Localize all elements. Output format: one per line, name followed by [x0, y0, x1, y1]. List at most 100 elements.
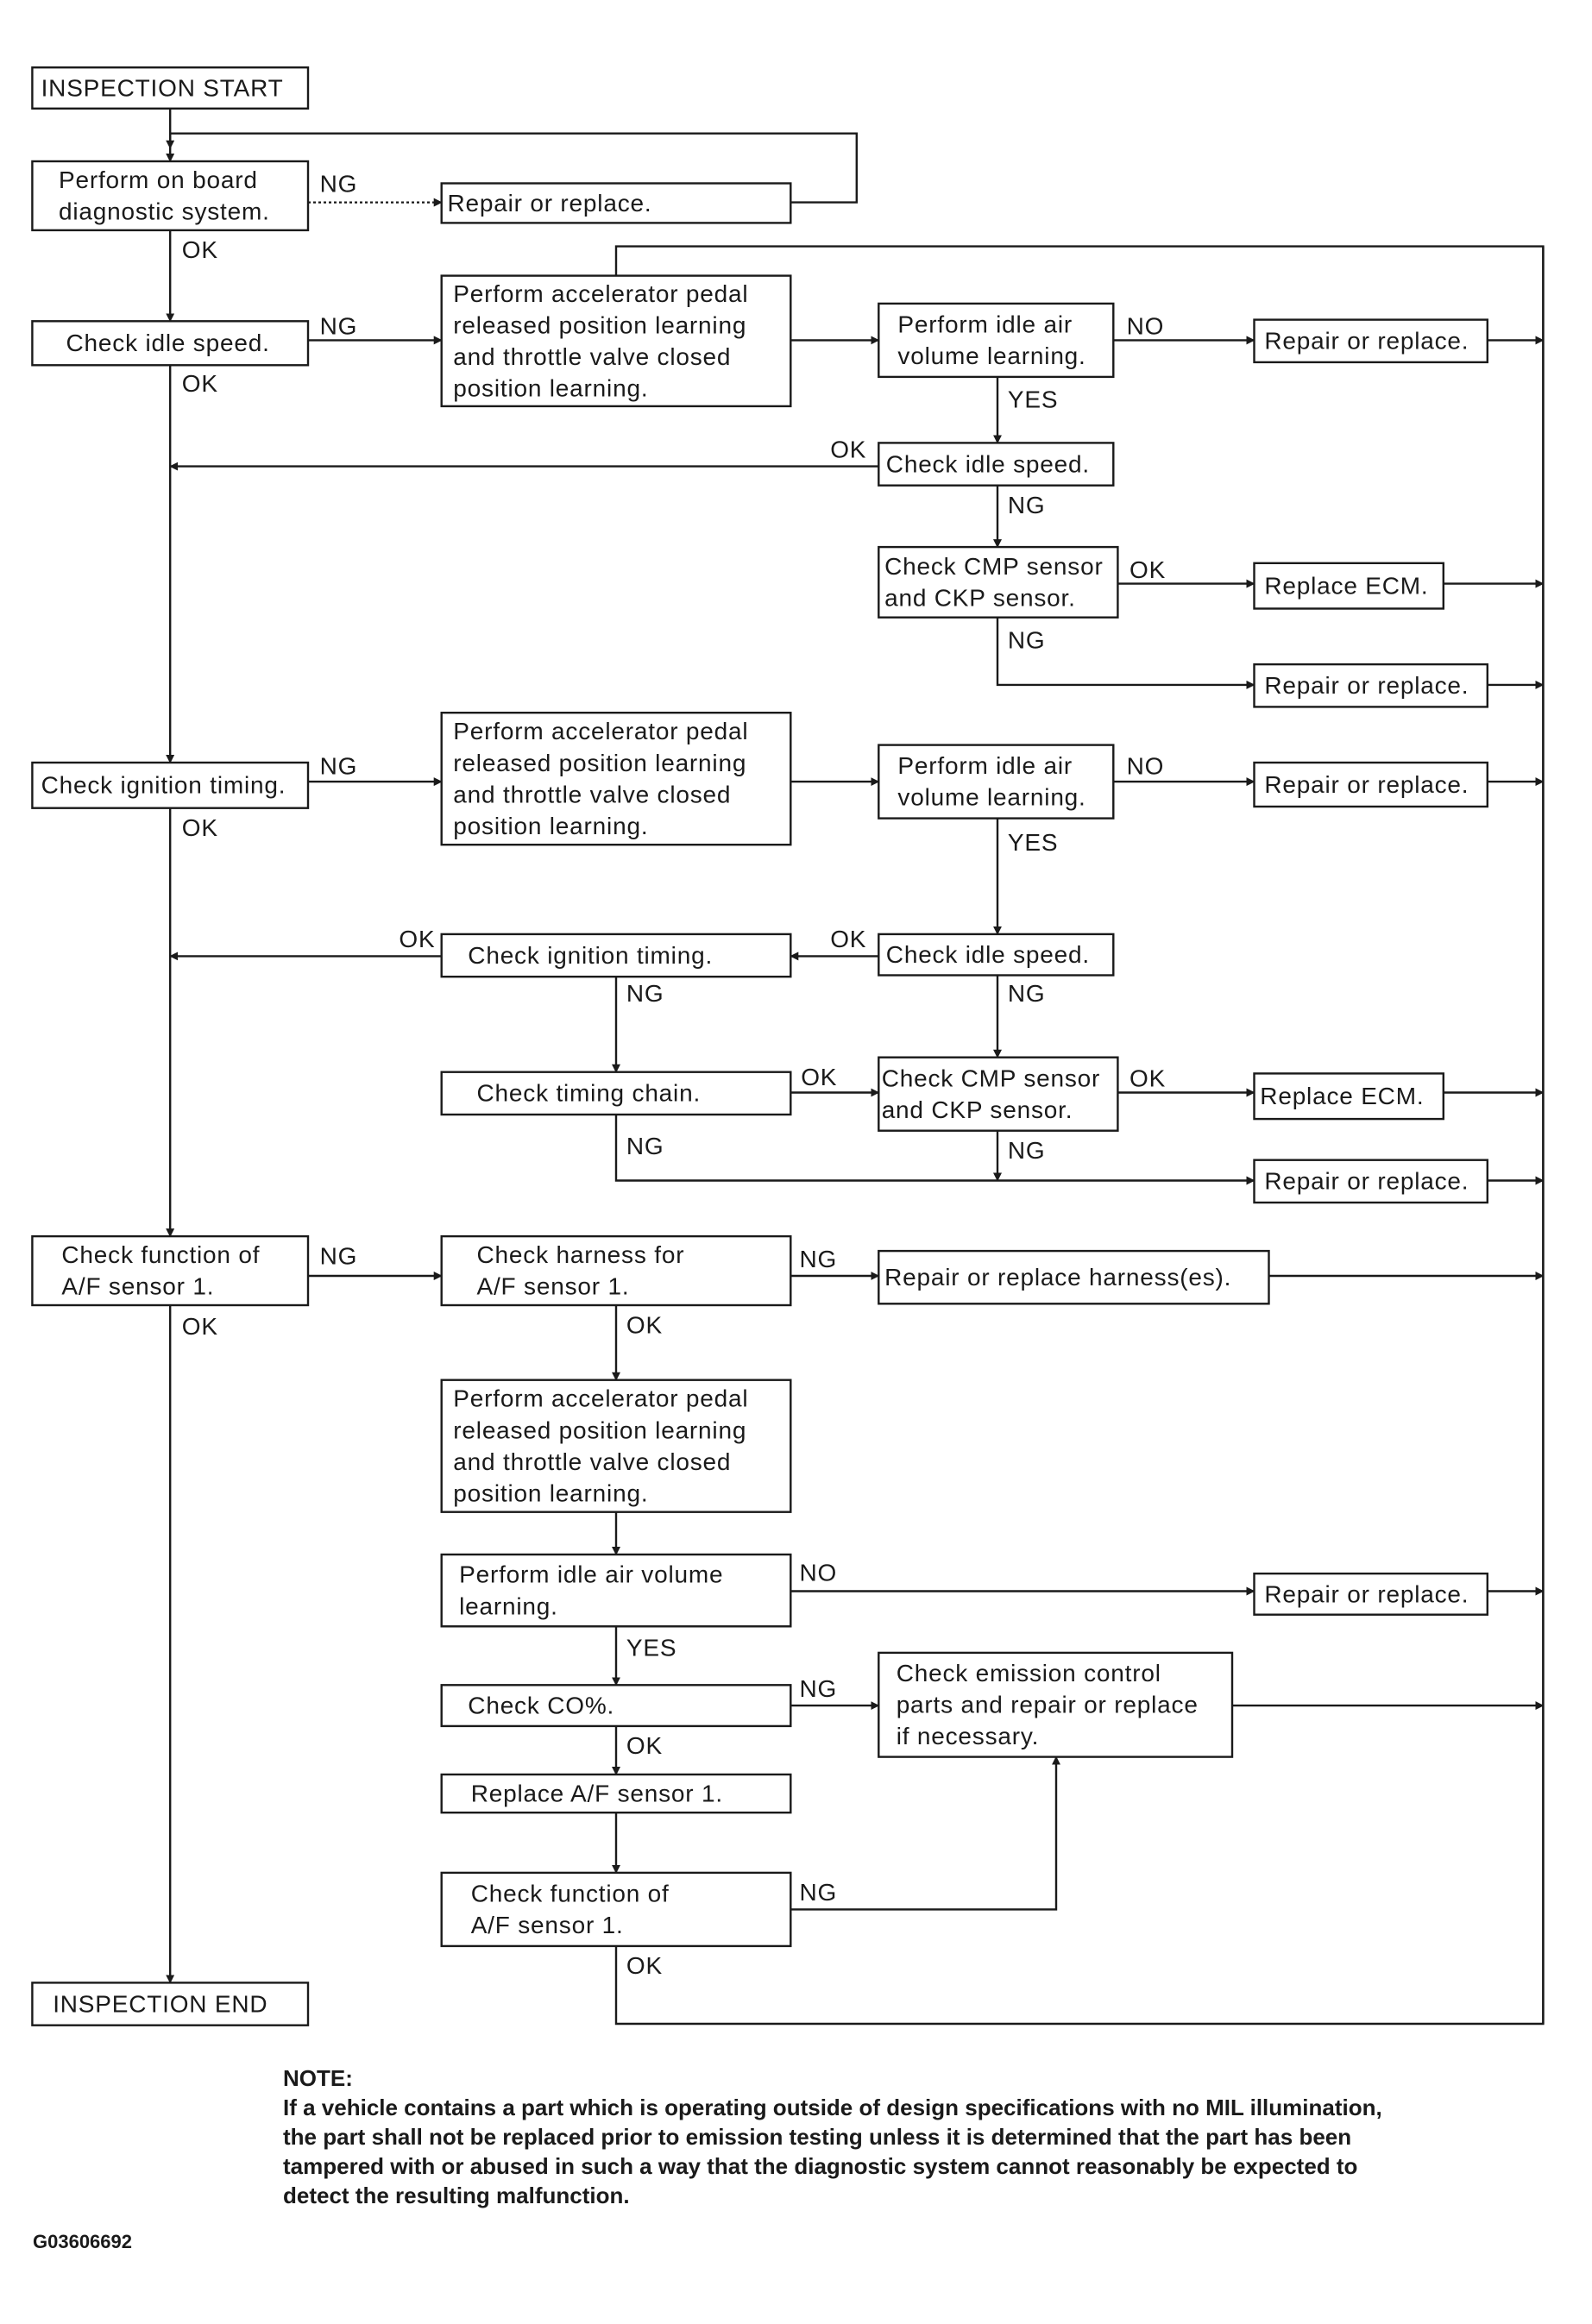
step-box [440, 1684, 792, 1728]
connector-line [166, 132, 858, 204]
branch-label-yes: YES [626, 1634, 676, 1661]
branch-label-ok: OK [830, 436, 866, 462]
step-text: and throttle valve closed [453, 781, 731, 807]
step-text: parts and repair or replace [897, 1692, 1199, 1718]
step-text: Repair or replace. [1264, 672, 1469, 699]
step-text: Repair or replace harness(es). [884, 1264, 1231, 1291]
step-text: and CKP sensor. [882, 1096, 1073, 1123]
step-text: Check CO%. [468, 1692, 614, 1718]
step-text: Check CMP sensor [884, 553, 1103, 580]
branch-label-ok: OK [801, 1064, 837, 1090]
step-box [440, 1234, 792, 1307]
branch-label-ok: OK [182, 814, 218, 841]
step-box [31, 160, 310, 232]
step-box [440, 1773, 792, 1814]
branch-label-ng: NG [800, 1246, 838, 1272]
step-text: and throttle valve closed [453, 343, 731, 370]
step-idle3: Check idle speed. [878, 933, 1115, 977]
step-box [1253, 1159, 1488, 1204]
step-text: Check timing chain. [477, 1080, 702, 1107]
step-text: released position learning [453, 750, 746, 776]
step-idle2: Check idle speed. [878, 442, 1115, 487]
step-ecm2: Replace ECM. [1253, 1072, 1445, 1121]
step-repair-obd: Repair or replace. [440, 182, 792, 224]
branch-label-ok: OK [182, 370, 218, 397]
step-box [440, 1071, 792, 1116]
branch-label-no: NO [800, 1560, 838, 1586]
step-text: position learning. [453, 813, 648, 839]
step-replace-af: Replace A/F sensor 1. [440, 1773, 792, 1814]
step-box [1253, 318, 1488, 364]
step-box [1253, 663, 1488, 708]
branch-label-no: NO [1127, 313, 1165, 340]
step-box [31, 1234, 310, 1307]
step-rep5: Repair or replace. [1253, 1572, 1488, 1616]
step-text: Perform accelerator pedal [453, 718, 748, 744]
step-text: Perform accelerator pedal [453, 1385, 748, 1412]
step-text: A/F sensor 1. [471, 1912, 624, 1938]
step-box [440, 182, 792, 224]
branch-label-ok: OK [1130, 1065, 1166, 1092]
step-af1: Check function ofA/F sensor 1. [31, 1234, 310, 1307]
step-text: Check CMP sensor [882, 1065, 1100, 1091]
step-box [1253, 562, 1445, 610]
connector-line [614, 1115, 1255, 1185]
step-text: Perform idle air [897, 752, 1073, 779]
step-text: Check idle speed. [886, 941, 1090, 968]
branch-label-no: NO [1127, 753, 1165, 780]
branch-label-ng: NG [800, 1675, 838, 1702]
step-air3: Perform idle air volume learning. [440, 1553, 792, 1628]
step-text: INSPECTION START [41, 74, 284, 101]
step-box [440, 712, 792, 846]
step-text: Repair or replace. [1264, 771, 1469, 798]
step-text: diagnostic system. [59, 198, 270, 225]
step-text: Check function of [471, 1880, 670, 1906]
figure-id: G03606692 [33, 2231, 132, 2252]
branch-label-ng: NG [626, 980, 664, 1007]
step-idle1: Check idle speed. [31, 320, 310, 367]
branch-label-ok: OK [626, 1732, 663, 1759]
branch-label-ok: OK [182, 1313, 218, 1340]
step-box [31, 761, 310, 809]
branch-label-ng: NG [320, 313, 358, 340]
step-text: Check ignition timing. [468, 942, 713, 969]
step-text: released position learning [453, 311, 746, 338]
step-text: learning. [459, 1592, 558, 1619]
step-text: Repair or replace. [1264, 1168, 1469, 1195]
note: NOTE: If a vehicle contains a part which… [283, 2063, 1560, 2210]
step-box [31, 66, 310, 110]
step-chain: Check timing chain. [440, 1071, 792, 1116]
branch-label-ok: OK [626, 1952, 663, 1979]
step-text: Replace A/F sensor 1. [471, 1780, 723, 1806]
step-rep2: Repair or replace. [1253, 663, 1488, 708]
branch-label-ng: NG [1008, 492, 1046, 518]
step-text: Replace ECM. [1260, 1083, 1424, 1109]
branch-label-ok: OK [182, 236, 218, 263]
step-box [878, 933, 1115, 977]
step-rep-harness: Repair or replace harness(es). [878, 1249, 1270, 1305]
step-text: Repair or replace. [1264, 1580, 1469, 1607]
step-text: Perform accelerator pedal [453, 280, 748, 307]
step-text: volume learning. [897, 784, 1085, 811]
step-rep1: Repair or replace. [1253, 318, 1488, 364]
note-title: NOTE: [283, 2065, 353, 2091]
branch-label-ok: OK [830, 926, 866, 952]
step-box [1253, 1572, 1488, 1616]
branch-label-ng: NG [320, 171, 358, 198]
step-text: Perform on board [59, 166, 258, 193]
step-box [878, 744, 1115, 820]
step-text: position learning. [453, 374, 648, 401]
note-body: If a vehicle contains a part which is op… [283, 2095, 1382, 2208]
step-text: Check ignition timing. [41, 772, 286, 799]
step-text: Perform idle air volume [459, 1561, 723, 1588]
branch-label-ng: NG [1008, 1137, 1046, 1164]
step-end: INSPECTION END [31, 1982, 310, 2026]
step-air2: Perform idle air volume learning. [878, 744, 1115, 820]
step-text: Check idle speed. [886, 450, 1090, 477]
step-text: A/F sensor 1. [61, 1273, 214, 1300]
step-box [440, 933, 792, 978]
